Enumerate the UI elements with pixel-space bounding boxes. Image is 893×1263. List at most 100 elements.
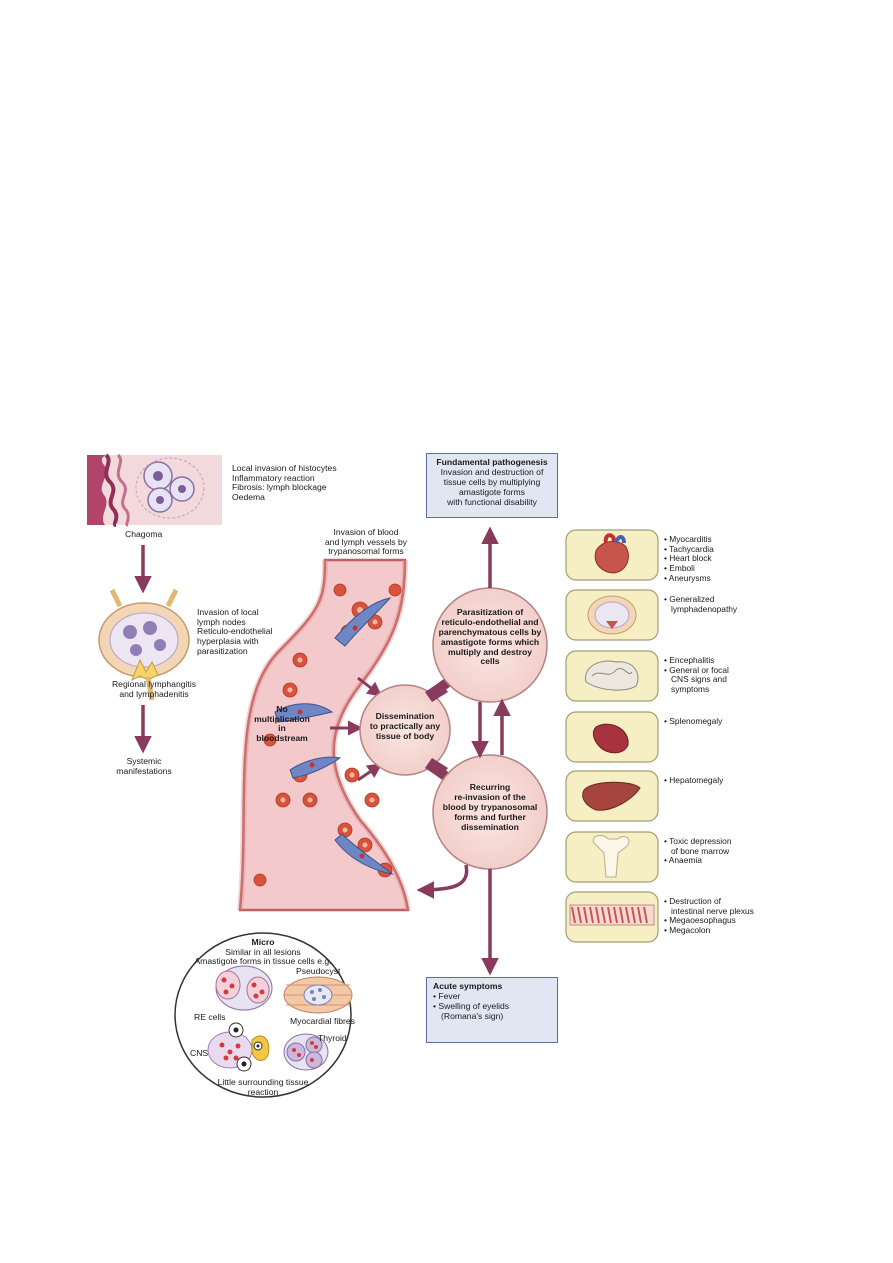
fundamental-line: with functional disability — [447, 496, 537, 507]
vessel-invasion-line: Invasion of blood — [333, 527, 399, 537]
pseudocyst-illustration — [283, 976, 353, 1014]
no-multiplication-line: bloodstream — [256, 732, 308, 743]
organ-finding: • Emboli — [664, 562, 695, 573]
recurring-line: blood by trypanosomal — [442, 801, 538, 812]
organ-finding-list: • Hepatomegaly — [664, 775, 724, 786]
micro-header: Micro Similar in all lesions Amastigote … — [190, 937, 336, 967]
chagoma-note: Inflammatory reaction — [232, 472, 315, 483]
parasitization-text: Parasitization of reticulo-endothelial a… — [433, 607, 547, 667]
lymph-node-note: Invasion of local — [197, 607, 259, 617]
micro-footer-line: reaction — [247, 1086, 279, 1097]
heart-icon — [594, 533, 629, 574]
no-multiplication-line: multiplication — [254, 713, 310, 724]
lymph-node-notes: Invasion of local lymph nodes Reticulo-e… — [197, 607, 273, 656]
cns-illustration — [207, 1022, 270, 1072]
acute-item: • Fever — [433, 990, 461, 1001]
acute-title: Acute symptoms — [433, 981, 503, 991]
systemic-line: manifestations — [116, 765, 172, 776]
lymph-node-illustration — [98, 588, 190, 701]
liver-icon — [582, 781, 641, 811]
micro-footer: Little surrounding tissue reaction — [200, 1077, 326, 1097]
chagoma-note: Local invasion of histocytes — [232, 463, 337, 473]
organ-finding: • Myocarditis — [664, 534, 712, 544]
no-multiplication-line: in — [278, 723, 286, 734]
organ-finding: • Heart block — [664, 553, 712, 564]
myocardial-label: Myocardial fibres — [290, 1016, 355, 1026]
organ-finding: symptoms — [671, 683, 710, 694]
spleen-icon — [592, 723, 629, 754]
lymph-node-icon — [587, 595, 637, 635]
micro-subtitle: Amastigote forms in tissue cells e.g. — [194, 956, 332, 967]
recurring-line: Recurring — [469, 782, 511, 792]
bone-icon — [592, 835, 630, 878]
acute-symptoms-box: Acute symptoms • Fever • Swelling of eye… — [426, 977, 558, 1043]
fundamental-line: amastigote forms — [459, 486, 525, 497]
cns-label: CNS — [190, 1048, 209, 1058]
acute-item: (Romana's sign) — [441, 1010, 504, 1021]
lymph-node-caption-line: and lymphadenitis — [119, 688, 189, 699]
no-multiplication-line: No — [276, 704, 288, 714]
parasitization-line: reticulo-endothelial and — [441, 616, 539, 627]
vessel-invasion-label: Invasion of blood and lymph vessels by t… — [318, 527, 414, 557]
chagoma-notes: Local invasion of histocytes Inflammator… — [232, 463, 337, 503]
recurring-text: Recurring re-invasion of the blood by tr… — [433, 782, 547, 832]
thyroid-illustration — [283, 1033, 329, 1071]
micro-footer-line: Little surrounding tissue — [217, 1077, 309, 1087]
dissemination-line: tissue of body — [375, 730, 435, 741]
organ-finding: lymphadenopathy — [671, 603, 738, 614]
organ-finding: • Anaemia — [664, 855, 702, 866]
chagoma-note: Oedema — [232, 491, 265, 502]
organ-finding: • Hepatomegaly — [664, 775, 724, 785]
brain-icon — [585, 660, 639, 691]
recurring-line: forms and further — [454, 811, 526, 822]
parasitization-line: cells — [480, 656, 500, 667]
blood-vessel — [237, 558, 411, 912]
micro-title: Micro — [251, 937, 275, 947]
organ-finding: intestinal nerve plexus — [671, 905, 754, 916]
organ-finding: • Toxic depression — [664, 836, 732, 846]
dissemination-line: to practically any — [369, 720, 441, 731]
vessel-invasion-line: trypanosomal forms — [328, 546, 404, 557]
organ-finding-list: • Myocarditis• Tachycardia• Heart block•… — [664, 534, 714, 583]
vessel-invasion-line: and lymph vessels by — [324, 536, 408, 547]
dissemination-text: Dissemination to practically any tissue … — [362, 711, 448, 742]
lymph-node-caption: Regional lymphangitis and lymphadenitis — [94, 679, 214, 699]
micro-subtitle: Similar in all lesions — [225, 946, 301, 957]
parasitization-line: multiply and destroy — [447, 646, 533, 657]
intestine-icon — [569, 904, 655, 926]
organ-finding-list: • Splenomegaly — [664, 716, 723, 727]
systemic-manifestations: Systemic manifestations — [94, 756, 194, 776]
lymph-node-note: parasitization — [197, 645, 248, 656]
lymph-node-note: lymph nodes — [197, 616, 246, 627]
organ-finding: • Destruction of — [664, 896, 721, 906]
lymph-node-caption-line: Regional lymphangitis — [111, 679, 197, 689]
recurring-line: dissemination — [461, 821, 519, 832]
organ-finding: • Megaoesophagus — [664, 915, 736, 926]
chagoma-note: Fibrosis: lymph blockage — [232, 482, 327, 493]
fundamental-title: Fundamental pathogenesis — [436, 457, 548, 467]
organ-finding: • Aneurysms — [664, 572, 711, 583]
parasitization-line: Parasitization of — [456, 607, 524, 617]
re-cells-illustration — [215, 965, 273, 1011]
lymph-node-note: Reticulo-endothelial — [197, 626, 273, 637]
parasitization-line: amastigote forms which — [440, 636, 540, 647]
acute-item: • Swelling of eyelids — [433, 1000, 510, 1011]
pseudocyst-label: Pseudocyst — [296, 966, 341, 976]
chagoma-label: Chagoma — [125, 529, 163, 539]
systemic-line: Systemic — [126, 756, 162, 766]
organ-finding: • General or focal — [664, 664, 729, 675]
organ-finding: of bone marrow — [671, 845, 730, 856]
no-multiplication-label: No multiplication in bloodstream — [244, 704, 320, 744]
thyroid-label: Thyroid — [318, 1033, 347, 1043]
organ-finding: • Encephalitis — [664, 655, 715, 665]
recurring-line: re-invasion of the — [454, 791, 526, 802]
parasitization-line: parenchymatous cells by — [438, 626, 542, 637]
re-cells-label: RE cells — [194, 1012, 226, 1022]
organ-finding: • Splenomegaly — [664, 716, 723, 726]
